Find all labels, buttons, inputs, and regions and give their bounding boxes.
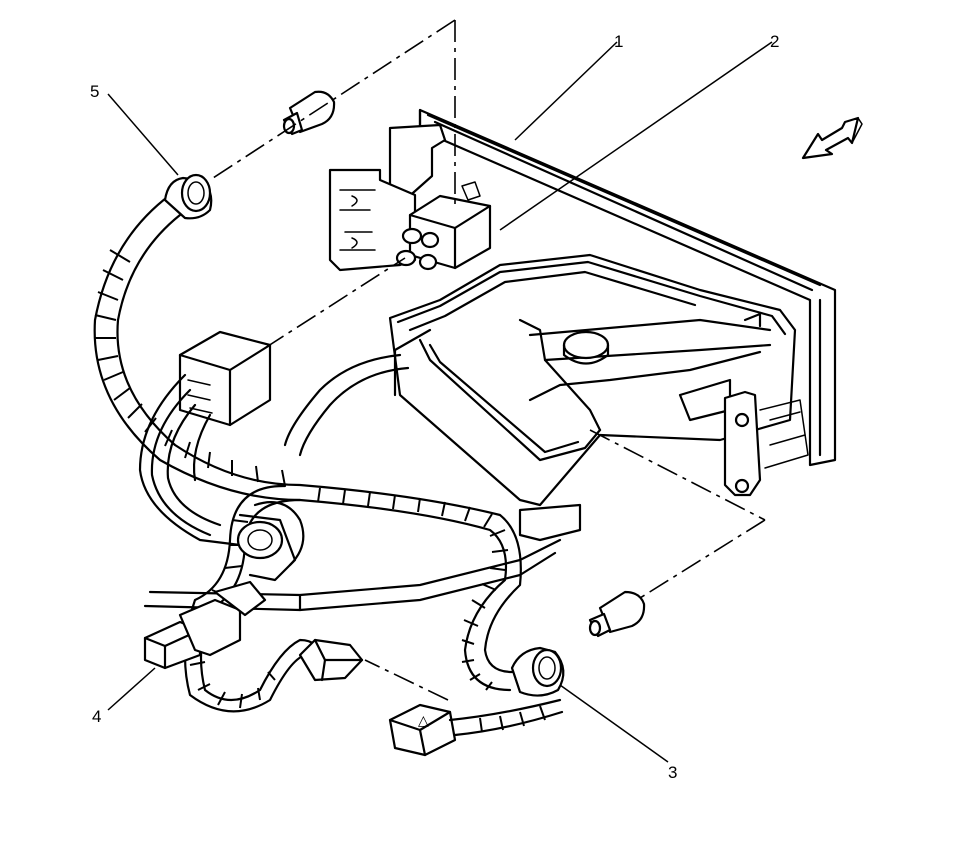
mounting-bracket	[723, 390, 809, 497]
grommet-3	[510, 646, 565, 697]
callout-1: 1	[614, 32, 623, 51]
inline-connector	[298, 638, 364, 682]
connector-2	[395, 181, 492, 271]
callout-4: 4	[92, 707, 101, 726]
direction-arrow-icon	[801, 116, 863, 160]
connector-4	[143, 580, 267, 670]
callout-3: 3	[668, 763, 677, 782]
mating-connector	[178, 330, 272, 427]
bulb-socket-top	[282, 90, 336, 136]
bulb-socket-bottom	[588, 590, 646, 638]
leader-lines	[107, 41, 773, 763]
circuit-board-tray	[388, 253, 797, 542]
callout-5: 5	[90, 82, 99, 101]
callout-2: 2	[770, 32, 779, 51]
connector-triangle-mark: △	[418, 712, 429, 728]
alignment-lines	[209, 19, 766, 701]
grommet-5	[163, 173, 213, 220]
clip-connector: △	[388, 698, 564, 757]
instrument-housing	[328, 108, 837, 467]
